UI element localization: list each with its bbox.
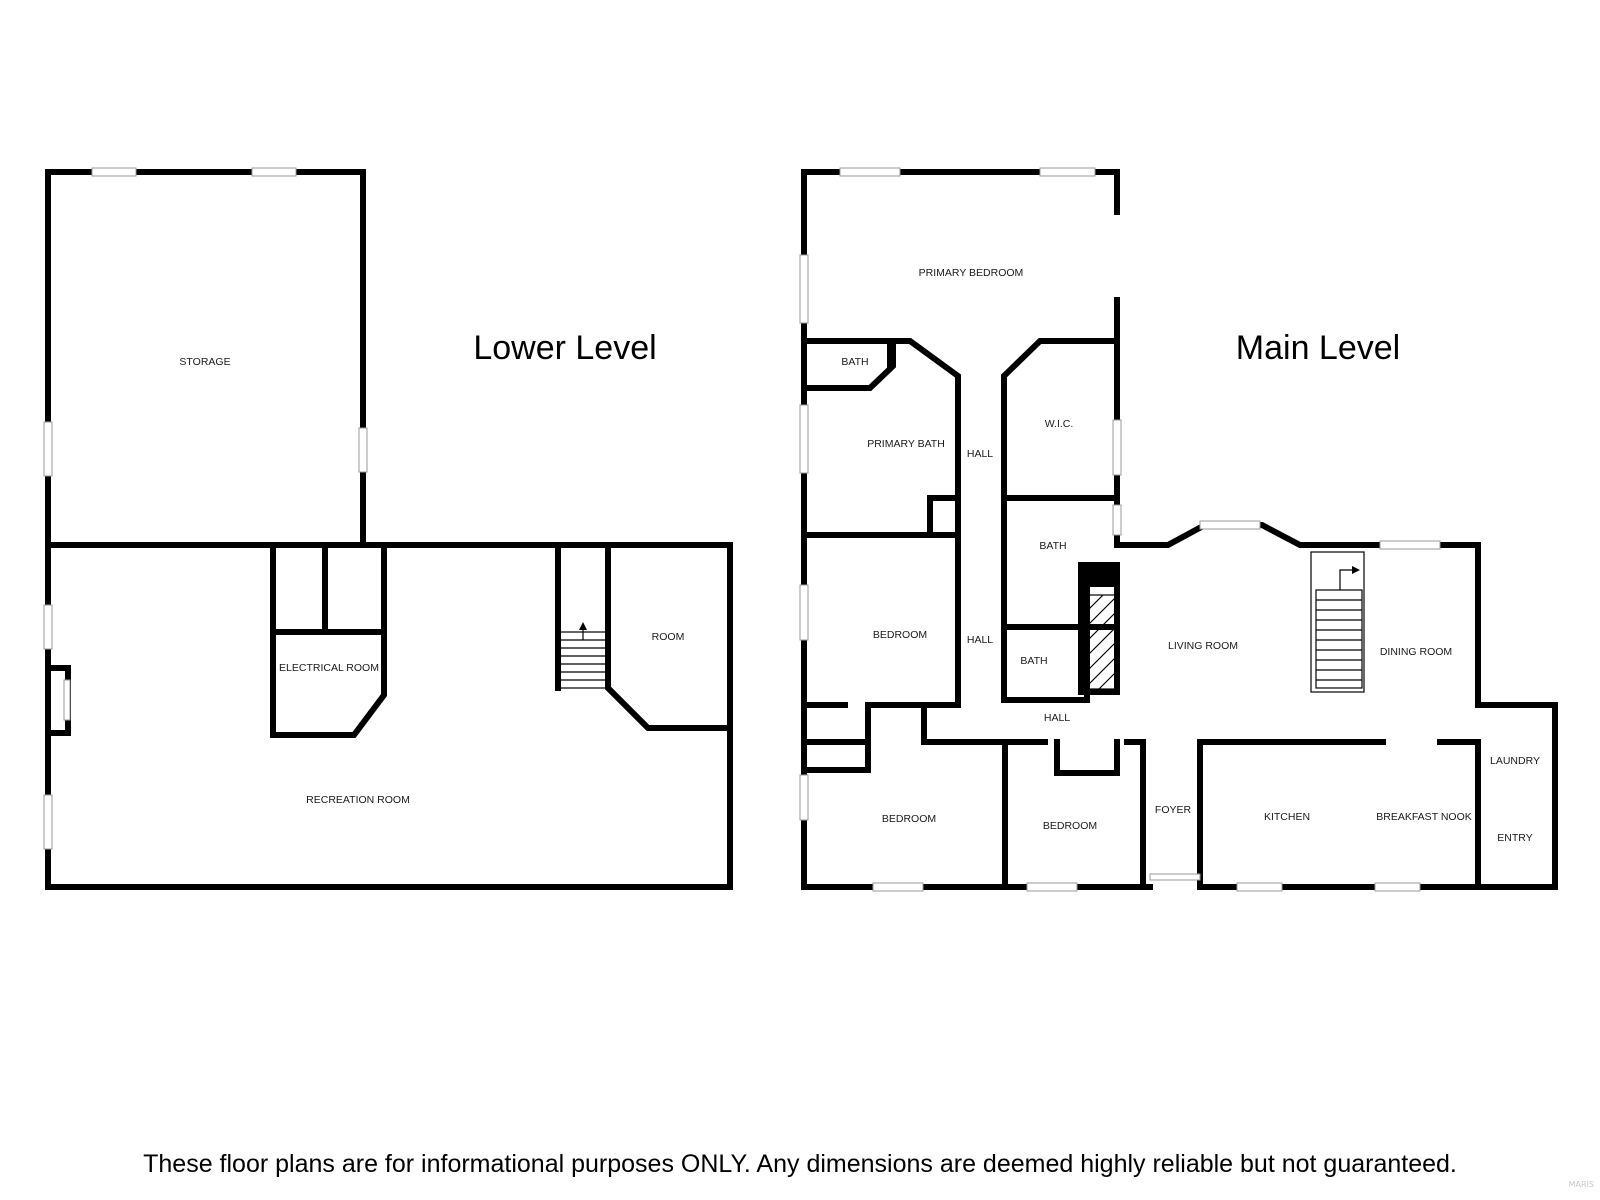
room-label-bedroom-bottom-left: BEDROOM <box>882 813 936 825</box>
window <box>1039 167 1096 177</box>
lower-stair-room-walls <box>555 545 733 731</box>
window <box>1199 520 1261 530</box>
window <box>799 774 809 821</box>
lower-level-title: Lower Level <box>473 329 656 367</box>
window <box>1026 882 1078 892</box>
room-label-kitchen: KITCHEN <box>1264 811 1310 823</box>
electrical-room-walls <box>270 545 387 738</box>
room-label-breakfast-nook: BREAKFAST NOOK <box>1376 811 1472 823</box>
bedroom-left-walls <box>801 495 961 745</box>
lower-rooms-walls <box>801 739 1146 890</box>
room-label-bath-small: BATH <box>841 356 868 368</box>
window <box>799 254 809 324</box>
room-label-storage: STORAGE <box>179 356 230 368</box>
room-label-bath-lower: BATH <box>1020 655 1047 667</box>
room-label-entry: ENTRY <box>1497 832 1532 844</box>
storage-walls <box>45 169 733 890</box>
room-label-foyer: FOYER <box>1155 804 1192 816</box>
window <box>1112 504 1122 536</box>
window <box>839 167 901 177</box>
room-label-primary-bedroom: PRIMARY BEDROOM <box>919 267 1024 279</box>
room-label-electrical-room: ELECTRICAL ROOM <box>279 662 379 674</box>
window <box>1112 419 1122 476</box>
window <box>43 604 53 650</box>
watermark: MARIS <box>1568 1180 1594 1189</box>
kitchen-walls <box>1197 739 1481 890</box>
window <box>63 679 71 721</box>
room-label-living-room: LIVING ROOM <box>1168 640 1238 652</box>
room-label-primary-bath: PRIMARY BATH <box>867 438 945 450</box>
room-label-hall-lower: HALL <box>1044 712 1070 724</box>
window <box>1374 882 1421 892</box>
main-exterior-walls <box>801 169 1558 890</box>
lower-level-plan <box>43 167 733 890</box>
room-label-recreation-room: RECREATION ROOM <box>306 794 410 806</box>
main-level-plan <box>799 167 1558 892</box>
room-label-bath-upper: BATH <box>1039 540 1066 552</box>
window <box>251 167 297 177</box>
window <box>872 882 924 892</box>
window <box>91 167 137 177</box>
hall-bath-walls <box>1001 495 1120 703</box>
room-label-dining-room: DINING ROOM <box>1380 646 1452 658</box>
main-level-title: Main Level <box>1236 329 1400 367</box>
window <box>799 584 809 641</box>
room-label-wic: W.I.C. <box>1045 418 1074 430</box>
window <box>1236 882 1283 892</box>
window <box>799 404 809 474</box>
room-label-bedroom-left: BEDROOM <box>873 629 927 641</box>
room-label-room: ROOM <box>652 631 685 643</box>
main-staircase <box>1310 551 1365 693</box>
wic-walls <box>1001 338 1120 501</box>
window <box>43 421 53 477</box>
window <box>358 427 368 473</box>
room-label-hall-upper: HALL <box>967 448 993 460</box>
window <box>1149 873 1201 881</box>
room-label-hall-middle: HALL <box>967 634 993 646</box>
room-label-laundry: LAUNDRY <box>1490 755 1540 767</box>
window <box>1379 540 1441 550</box>
primary-suite-walls <box>801 338 961 535</box>
disclaimer-text: These floor plans are for informational … <box>143 1150 1457 1178</box>
window <box>43 794 53 850</box>
room-label-bedroom-bottom-mid: BEDROOM <box>1043 820 1097 832</box>
